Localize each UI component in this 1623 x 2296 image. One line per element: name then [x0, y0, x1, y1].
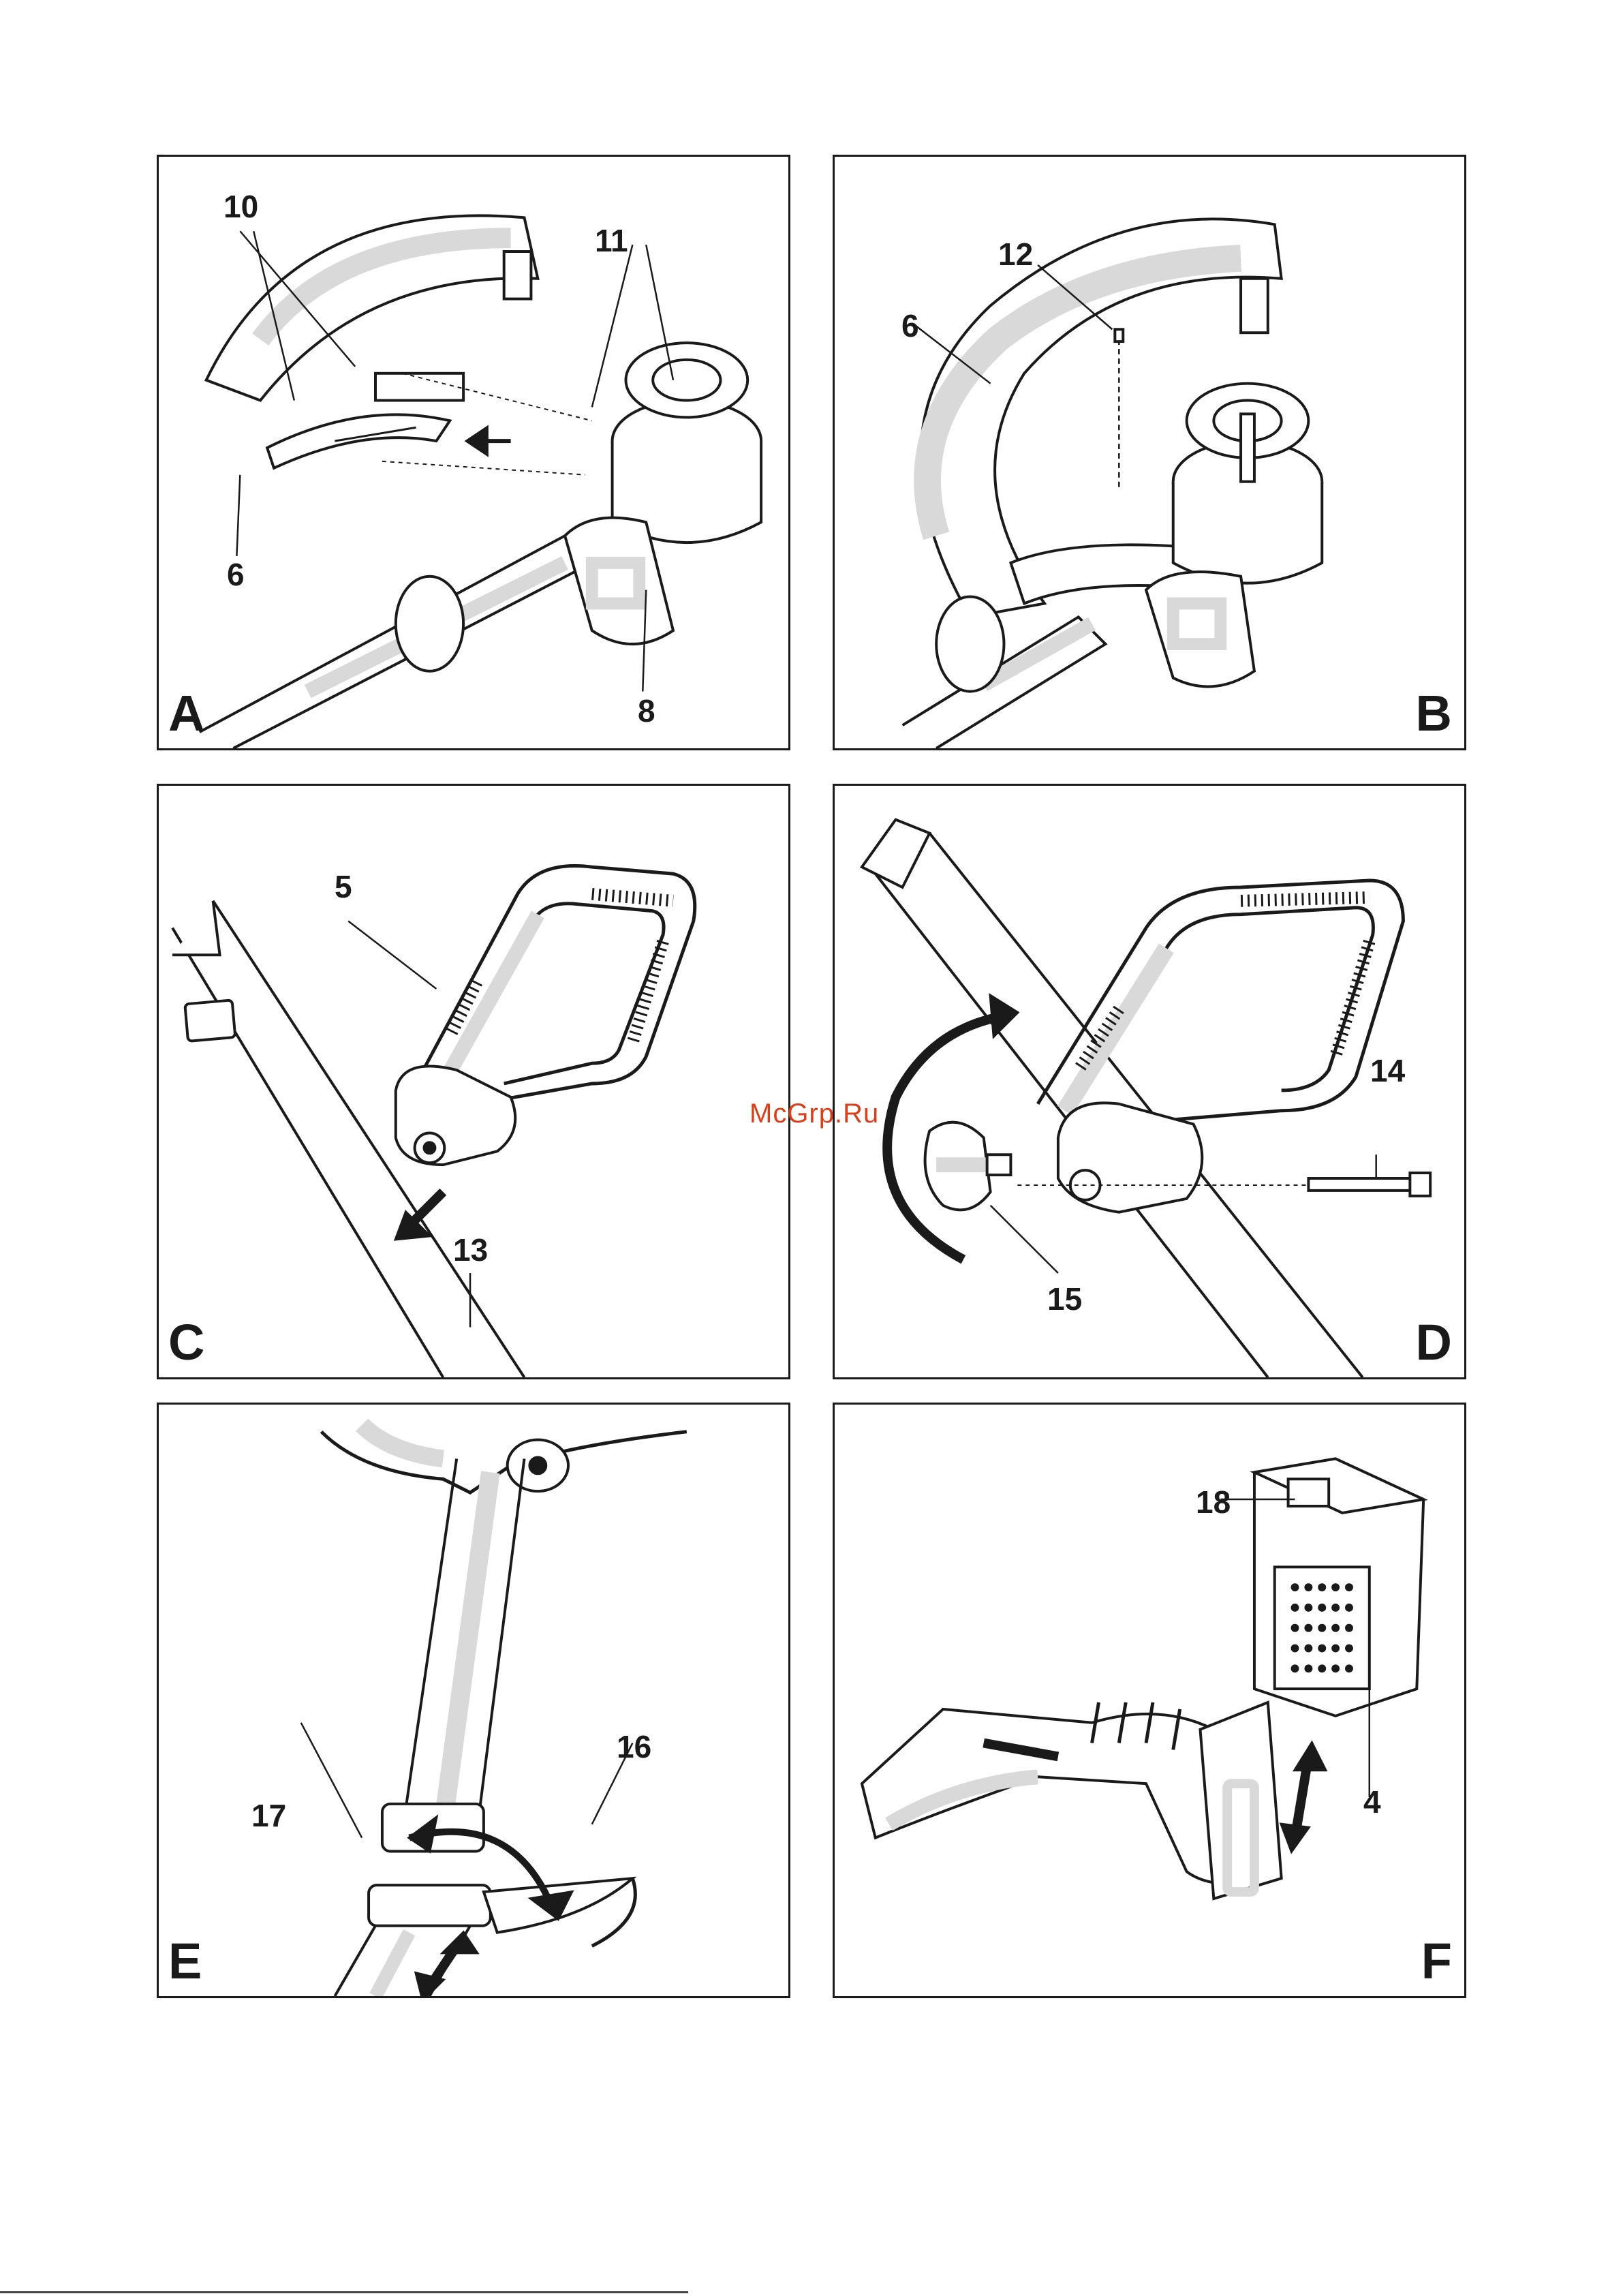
- panel-c-illustration: [159, 786, 788, 1377]
- callout-11: 11: [595, 225, 628, 256]
- footer-rule: [0, 2291, 688, 2293]
- callout-12: 12: [998, 239, 1033, 270]
- panel-f-illustration: [835, 1405, 1464, 1996]
- panel-letter-e: E: [168, 1936, 202, 1987]
- callout-6: 6: [901, 310, 919, 341]
- panel-e: 16 17 E: [157, 1403, 790, 1998]
- watermark: McGrp.Ru: [749, 1099, 879, 1129]
- callout-4: 4: [1363, 1786, 1381, 1818]
- panel-a: 10 11 6 8 A: [157, 155, 790, 750]
- callout-10: 10: [223, 191, 258, 222]
- callout-6: 6: [227, 559, 245, 590]
- panel-letter-b: B: [1416, 688, 1452, 739]
- callout-14: 14: [1370, 1055, 1405, 1086]
- callout-5: 5: [335, 871, 352, 902]
- callout-8: 8: [638, 695, 655, 726]
- panel-c: 5 13 C: [157, 784, 790, 1379]
- panel-d: 14 15 D: [833, 784, 1466, 1379]
- panel-letter-f: F: [1421, 1936, 1452, 1987]
- panel-letter-a: A: [168, 688, 204, 739]
- callout-13: 13: [453, 1234, 488, 1266]
- callout-16: 16: [617, 1731, 651, 1762]
- panel-b-illustration: [835, 157, 1464, 748]
- panel-e-illustration: [159, 1405, 788, 1996]
- panel-letter-c: C: [168, 1317, 204, 1368]
- panel-f: 18 4 F: [833, 1403, 1466, 1998]
- panel-a-illustration: [159, 157, 788, 748]
- panel-letter-d: D: [1416, 1317, 1452, 1368]
- callout-17: 17: [251, 1800, 286, 1831]
- callout-18: 18: [1196, 1486, 1231, 1518]
- callout-15: 15: [1047, 1283, 1082, 1315]
- panel-b: 12 6 B: [833, 155, 1466, 750]
